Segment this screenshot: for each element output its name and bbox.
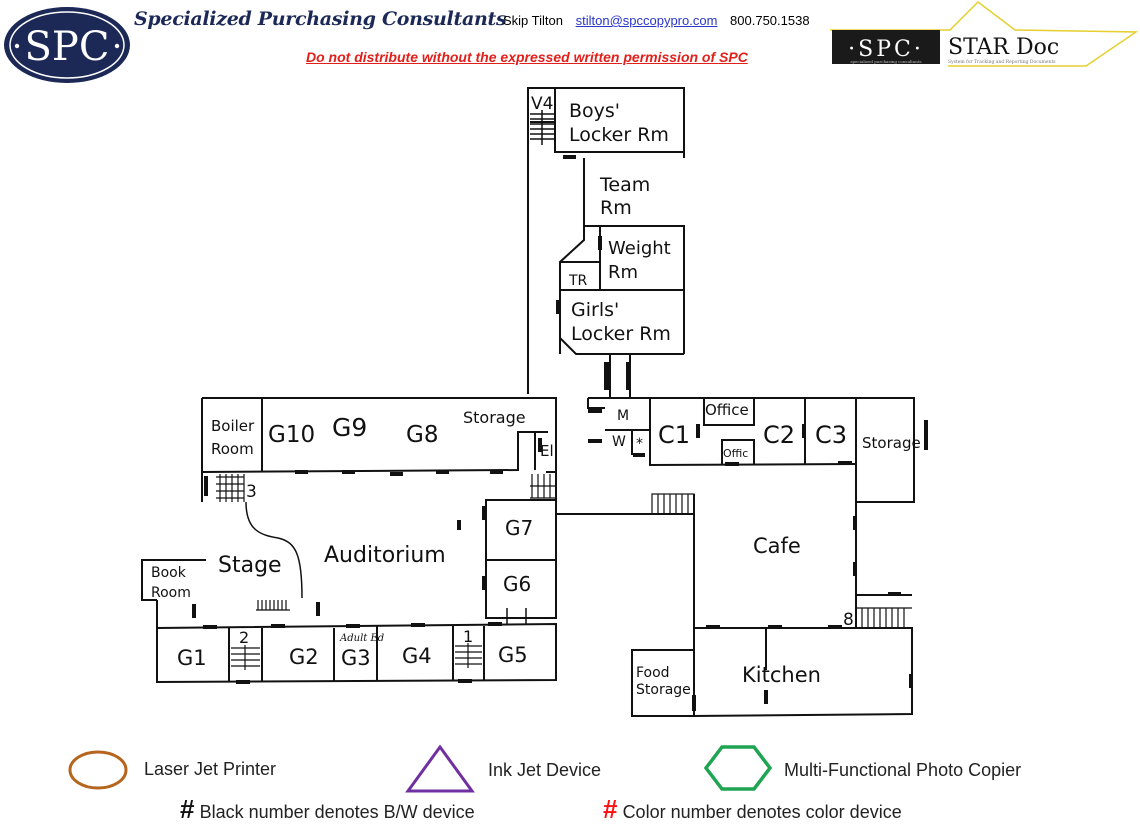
- label-food-1: Food: [636, 665, 670, 681]
- label-g9: G9: [332, 413, 367, 442]
- contact-phone: 800.750.1538: [730, 13, 810, 28]
- label-w: W: [612, 434, 626, 450]
- south-row-walls: [156, 600, 557, 684]
- contact-info: Skip Tilton stilton@spccopypro.com 800.7…: [503, 13, 810, 28]
- stairs-stage: [256, 600, 290, 611]
- spc-logo: SPC: [4, 7, 130, 83]
- north-wing-walls: [527, 87, 685, 394]
- label-storage-east: Storage: [862, 434, 921, 452]
- stardoc-right-tagline: System for Tracking and Reporting Docume…: [948, 59, 1056, 65]
- bw-note-text: Black number denotes B/W device: [199, 802, 475, 822]
- laser-jet-circle-icon: [68, 750, 128, 790]
- west-wing-walls: [201, 397, 557, 502]
- label-boys-locker-1: Boys': [569, 100, 620, 122]
- label-g8: G8: [406, 422, 438, 448]
- stair-number-1: 1: [463, 627, 473, 646]
- label-g5: G5: [498, 643, 528, 667]
- stairs-8: [856, 607, 912, 628]
- label-girls-locker-2: Locker Rm: [571, 323, 671, 345]
- label-book-2: Room: [151, 585, 191, 601]
- label-c2: C2: [763, 421, 795, 449]
- mfp-hexagon-icon: [703, 745, 773, 791]
- ink-jet-triangle-icon: [405, 744, 475, 793]
- color-note-text: Color number denotes color device: [622, 802, 902, 822]
- legend-bw-note: # Black number denotes B/W device: [180, 794, 475, 825]
- label-g1: G1: [177, 646, 207, 670]
- legend-inkjet-label: Ink Jet Device: [488, 760, 602, 780]
- label-asterisk: *: [636, 436, 643, 452]
- book-room-walls: [141, 559, 206, 601]
- contact-email-link[interactable]: stilton@spccopypro.com: [575, 13, 718, 28]
- doors: [192, 155, 928, 711]
- stair-number-2: 2: [239, 628, 249, 647]
- label-boiler-2: Room: [211, 440, 254, 458]
- label-g7: G7: [505, 516, 533, 540]
- contact-name: Skip Tilton: [503, 13, 563, 28]
- stairs-3: [216, 474, 245, 502]
- label-el: El: [540, 442, 554, 460]
- label-offic: Offic: [723, 447, 748, 460]
- label-girls-locker-1: Girls': [571, 299, 619, 321]
- label-g4: G4: [402, 644, 432, 668]
- label-book-1: Book: [151, 565, 187, 581]
- label-weight-1: Weight: [608, 238, 671, 259]
- label-kitchen: Kitchen: [742, 663, 821, 687]
- label-v4: V4: [531, 94, 553, 114]
- label-m: M: [617, 408, 629, 424]
- legend-color-note: # Color number denotes color device: [603, 794, 902, 825]
- label-boiler-1: Boiler: [211, 417, 255, 435]
- label-g3: G3: [341, 646, 371, 670]
- stairs-1: [455, 643, 482, 668]
- label-stage: Stage: [218, 553, 282, 578]
- label-boys-locker-2: Locker Rm: [569, 124, 669, 146]
- label-team-2: Rm: [600, 197, 632, 219]
- label-food-2: Storage: [636, 682, 691, 698]
- label-g6: G6: [503, 572, 531, 596]
- east-wing-walls: [587, 354, 915, 628]
- star-doc-logo: ·SPC· specialized purchasing consultants…: [830, 1, 1139, 67]
- stairs-v4: [530, 110, 555, 145]
- stair-number-8: 8: [843, 610, 854, 630]
- g7-g6-walls: [485, 499, 694, 624]
- label-g3-note: Adult Ed: [339, 633, 384, 644]
- logo-text: SPC: [25, 24, 110, 70]
- label-auditorium: Auditorium: [324, 543, 446, 568]
- stardoc-right-text: STAR Doc: [948, 35, 1059, 60]
- label-team-1: Team: [599, 174, 650, 196]
- stardoc-left-text: ·SPC·: [848, 37, 924, 62]
- stair-number-3: 3: [246, 482, 257, 502]
- stairs-2: [231, 645, 260, 670]
- label-g10: G10: [268, 422, 315, 448]
- cafe-kitchen-walls: [631, 494, 913, 718]
- label-storage-west: Storage: [463, 408, 526, 427]
- stage-curve: [245, 501, 303, 599]
- color-hash-icon: #: [603, 794, 618, 824]
- legend-mfp-label: Multi-Functional Photo Copier: [784, 760, 1022, 780]
- legend-laser-label: Laser Jet Printer: [144, 759, 277, 779]
- stairs-el: [530, 474, 556, 499]
- company-name: Specialized Purchasing Consultants: [134, 8, 507, 30]
- label-g2: G2: [289, 645, 319, 669]
- label-cafe: Cafe: [753, 534, 801, 558]
- label-office: Office: [705, 401, 749, 419]
- label-c1: C1: [658, 421, 690, 449]
- label-c3: C3: [815, 421, 847, 449]
- label-weight-2: Rm: [608, 262, 638, 283]
- bw-hash-icon: #: [180, 794, 195, 824]
- stairs-cafe: [651, 493, 695, 515]
- label-tr: TR: [568, 273, 588, 289]
- disclaimer: Do not distribute without the expressed …: [306, 49, 748, 65]
- stardoc-left-tagline: specialized purchasing consultants: [850, 59, 921, 64]
